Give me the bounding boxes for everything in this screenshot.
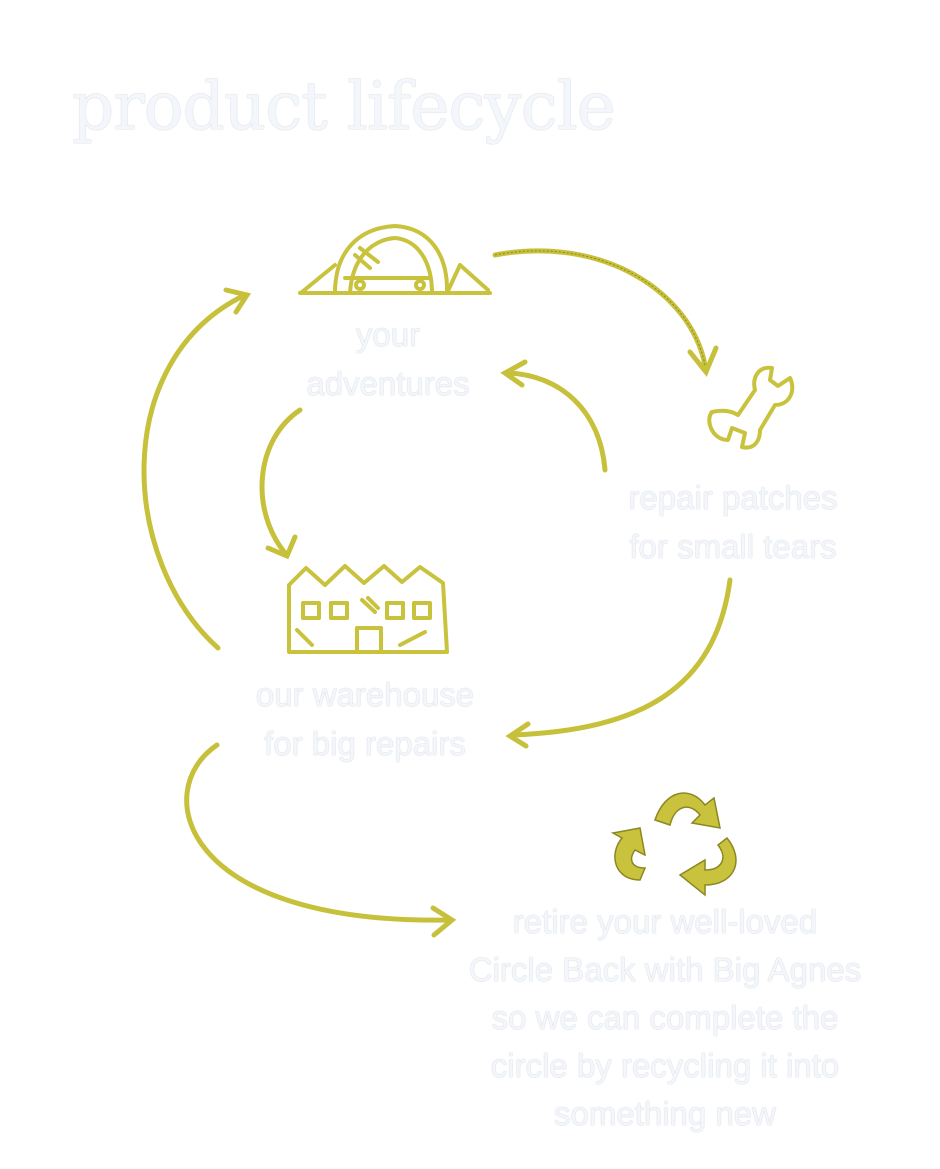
page-title: product lifecycle — [72, 68, 616, 145]
node-warehouse-label: our warehouse for big repairs — [256, 670, 474, 768]
wrench-icon — [707, 365, 795, 450]
label-line: circle by recycling it into — [490, 1047, 840, 1084]
warehouse-icon — [287, 564, 449, 654]
label-line: for big repairs — [264, 725, 466, 762]
label-line: repair patches — [628, 479, 838, 516]
label-line: something new — [554, 1095, 776, 1132]
label-line: our warehouse — [255, 676, 475, 713]
node-adventures-label: your adventures — [306, 310, 469, 408]
label-line: Circle Back with Big Agnes — [468, 951, 862, 988]
arrow-warehouse-to-adventures — [141, 287, 252, 651]
arrow-repair-to-warehouse — [505, 577, 733, 749]
label-line: adventures — [306, 365, 470, 402]
label-line: so we can complete the — [491, 999, 839, 1036]
node-recycle-label: retire your well-loved Circle Back with … — [469, 898, 862, 1138]
recycle-icon — [610, 792, 737, 897]
node-repair-patches-label: repair patches for small tears — [628, 473, 837, 571]
label-line: retire your well-loved — [512, 903, 818, 940]
arrow-warehouse-to-recycle — [184, 742, 457, 938]
arrow-adventures-to-warehouse — [259, 407, 303, 560]
tent-icon — [298, 224, 492, 295]
arrow-adventures-to-repair — [492, 248, 719, 377]
label-line: for small tears — [629, 528, 837, 565]
arrow-repair-to-adventures — [500, 359, 608, 473]
label-line: your — [355, 316, 421, 353]
